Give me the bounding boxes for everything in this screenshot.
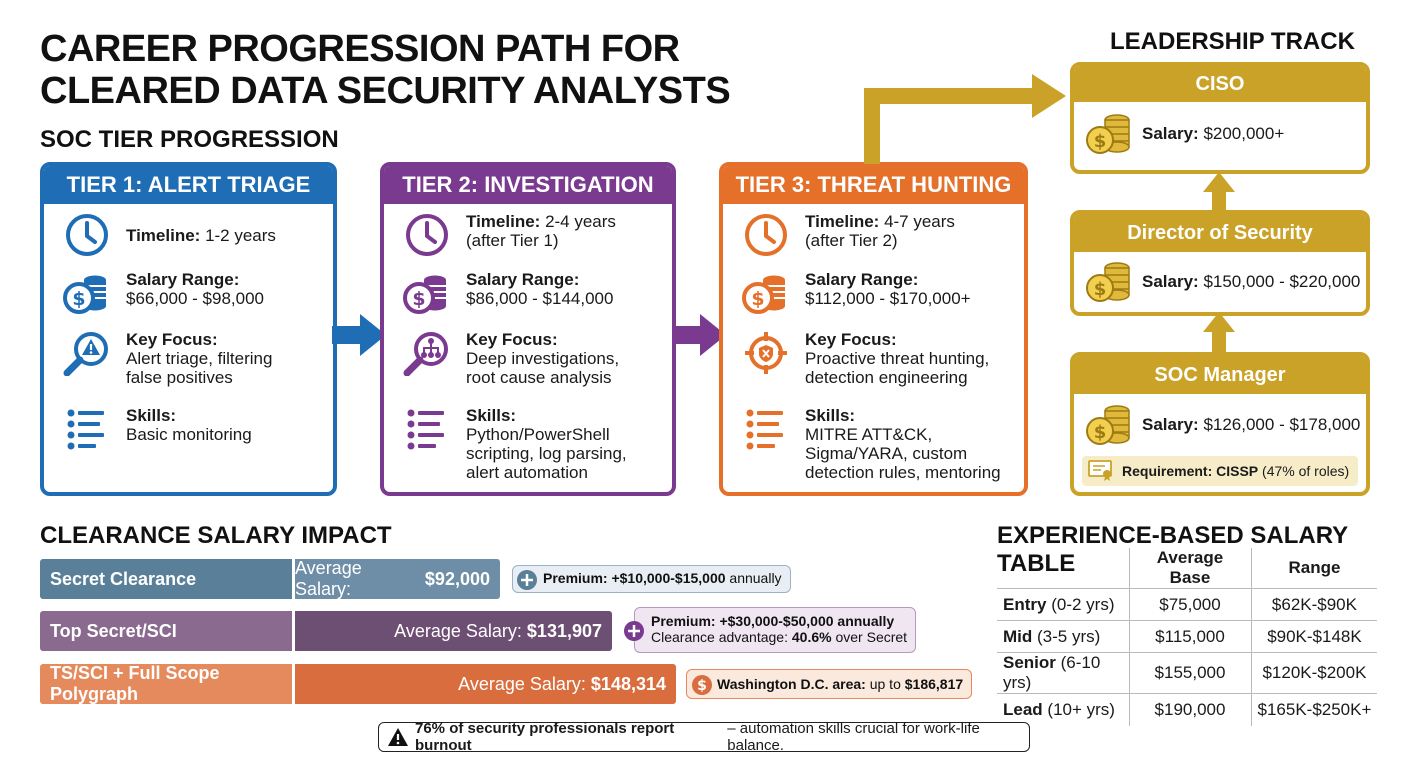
avg-cell: $75,000 xyxy=(1128,588,1251,621)
clearance-bar-ts-sci: Top Secret/SCI Average Salary: $131,907 xyxy=(40,611,612,651)
tier-1-card: TIER 1: ALERT TRIAGE Timeline: 1-2 years… xyxy=(40,162,337,496)
clearance-avg: Average Salary: $131,907 xyxy=(295,611,612,651)
tier-1-salary: Salary Range:$66,000 - $98,000 xyxy=(126,270,265,308)
tier-1-timeline: Timeline: 1-2 years xyxy=(126,226,276,245)
clearance-name: TS/SCI + Full Scope Polygraph xyxy=(40,664,295,704)
list-icon xyxy=(402,406,452,452)
clock-icon xyxy=(741,212,791,258)
range-cell: $120K-$200K xyxy=(1250,652,1378,694)
tier-2-title: TIER 2: INVESTIGATION xyxy=(384,166,672,204)
dollar-coin-icon: $ xyxy=(691,674,713,699)
ciso-title: CISO xyxy=(1074,66,1366,102)
secret-premium-note: Premium: +$10,000-$15,000 annually xyxy=(512,565,791,593)
tier-3-timeline: Timeline: 4-7 years(after Tier 2) xyxy=(805,212,955,250)
arrow-tier2-to-tier3 xyxy=(672,314,726,356)
coins-icon xyxy=(741,270,791,316)
list-icon xyxy=(741,406,791,452)
arrow-manager-to-director xyxy=(1203,312,1235,354)
tier-3-salary: Salary Range:$112,000 - $170,000+ xyxy=(805,270,971,308)
warning-icon xyxy=(387,727,409,751)
table-row: Entry (0-2 yrs) $75,000 $62K-$90K xyxy=(997,588,1378,621)
svg-text:$: $ xyxy=(697,678,707,694)
clock-icon xyxy=(62,212,112,258)
ciso-salary: Salary: $200,000+ xyxy=(1142,124,1285,143)
tier-2-card: TIER 2: INVESTIGATION Timeline: 2-4 year… xyxy=(380,162,676,496)
page-title: CAREER PROGRESSION PATH FOR CLEARED DATA… xyxy=(40,28,731,112)
level-cell: Senior (6-10 yrs) xyxy=(997,652,1129,694)
tier-3-focus: Key Focus:Proactive threat hunting,detec… xyxy=(805,330,990,387)
clearance-avg: Average Salary: $148,314 xyxy=(295,664,676,704)
gold-coins-icon xyxy=(1084,259,1134,305)
magnifier-network-icon xyxy=(402,330,452,376)
tier-2-salary: Salary Range:$86,000 - $144,000 xyxy=(466,270,614,308)
list-icon xyxy=(62,406,112,452)
magnifier-alert-icon xyxy=(62,330,112,376)
cissp-requirement: Requirement: CISSP (47% of roles) xyxy=(1082,456,1358,486)
clearance-bar-secret: Secret Clearance Average Salary: $92,000 xyxy=(40,559,500,599)
clearance-name: Top Secret/SCI xyxy=(40,611,295,651)
table-row: Senior (6-10 yrs) $155,000 $120K-$200K xyxy=(997,652,1378,694)
soc-manager-card: SOC Manager Salary: $126,000 - $178,000 … xyxy=(1070,352,1370,496)
director-title: Director of Security Operations xyxy=(1074,214,1366,282)
leadership-heading: LEADERSHIP TRACK xyxy=(1110,28,1355,55)
burnout-note: 76% of security professionals report bur… xyxy=(378,720,1030,754)
clearance-bar-polygraph: TS/SCI + Full Scope Polygraph Average Sa… xyxy=(40,664,676,704)
ts-sci-premium-note: Premium: +$30,000-$50,000 annually Clear… xyxy=(624,607,917,653)
clock-icon xyxy=(402,212,452,258)
range-cell: $165K-$250K+ xyxy=(1250,693,1378,726)
clearance-name: Secret Clearance xyxy=(40,559,295,599)
tier-2-focus: Key Focus:Deep investigations,root cause… xyxy=(466,330,620,387)
tier-1-title: TIER 1: ALERT TRIAGE xyxy=(44,166,333,204)
coins-icon xyxy=(402,270,452,316)
soc-heading: SOC TIER PROGRESSION xyxy=(40,126,339,153)
gold-coins-icon xyxy=(1084,111,1134,157)
level-cell: Entry (0-2 yrs) xyxy=(997,588,1129,621)
soc-manager-title: SOC Manager xyxy=(1074,356,1366,394)
dc-area-note: $ Washington D.C. area: up to $186,817 xyxy=(686,669,973,699)
director-salary: Salary: $150,000 - $220,000 xyxy=(1142,272,1361,291)
avg-cell: $155,000 xyxy=(1128,652,1251,694)
director-card: Director of Security Operations Salary: … xyxy=(1070,210,1370,316)
arrow-director-to-ciso xyxy=(1203,172,1235,212)
column-header: Average Base xyxy=(1128,548,1251,589)
title-line-1: CAREER PROGRESSION PATH FOR xyxy=(40,28,680,70)
tier-3-title: TIER 3: THREAT HUNTING xyxy=(723,166,1024,204)
level-cell: Mid (3-5 yrs) xyxy=(997,620,1129,653)
experience-heading: EXPERIENCE-BASED SALARY TABLE xyxy=(997,522,1348,577)
range-cell: $90K-$148K xyxy=(1250,620,1378,653)
table-row: Mid (3-5 yrs) $115,000 $90K-$148K xyxy=(997,620,1378,653)
crosshair-shield-icon xyxy=(741,330,791,376)
table-row: Lead (10+ yrs) $190,000 $165K-$250K+ xyxy=(997,693,1378,726)
tier-2-timeline: Timeline: 2-4 years(after Tier 1) xyxy=(466,212,616,250)
clearance-avg: Average Salary: $92,000 xyxy=(295,559,500,599)
tier-1-skills: Skills:Basic monitoring xyxy=(126,406,252,444)
experience-table: Average Base Range Entry (0-2 yrs) $75,0… xyxy=(997,548,1378,726)
avg-cell: $190,000 xyxy=(1128,693,1251,726)
gold-coins-icon xyxy=(1084,402,1134,448)
title-line-2: CLEARED DATA SECURITY ANALYSTS xyxy=(40,70,731,112)
plus-icon xyxy=(623,620,645,645)
avg-cell: $115,000 xyxy=(1128,620,1251,653)
arrow-tier3-to-ciso xyxy=(864,74,1066,164)
clearance-heading: CLEARANCE SALARY IMPACT xyxy=(40,522,392,549)
column-header: Range xyxy=(1250,548,1378,589)
ciso-card: CISO Salary: $200,000+ xyxy=(1070,62,1370,174)
certificate-icon xyxy=(1088,459,1114,484)
coins-icon xyxy=(62,270,112,316)
table-header-row: Average Base Range xyxy=(997,548,1378,589)
tier-3-card: TIER 3: THREAT HUNTING Timeline: 4-7 yea… xyxy=(719,162,1028,496)
arrow-tier1-to-tier2 xyxy=(332,314,386,356)
range-cell: $62K-$90K xyxy=(1250,588,1378,621)
level-cell: Lead (10+ yrs) xyxy=(997,693,1129,726)
plus-icon xyxy=(516,569,538,594)
soc-manager-salary: Salary: $126,000 - $178,000 xyxy=(1142,415,1361,434)
